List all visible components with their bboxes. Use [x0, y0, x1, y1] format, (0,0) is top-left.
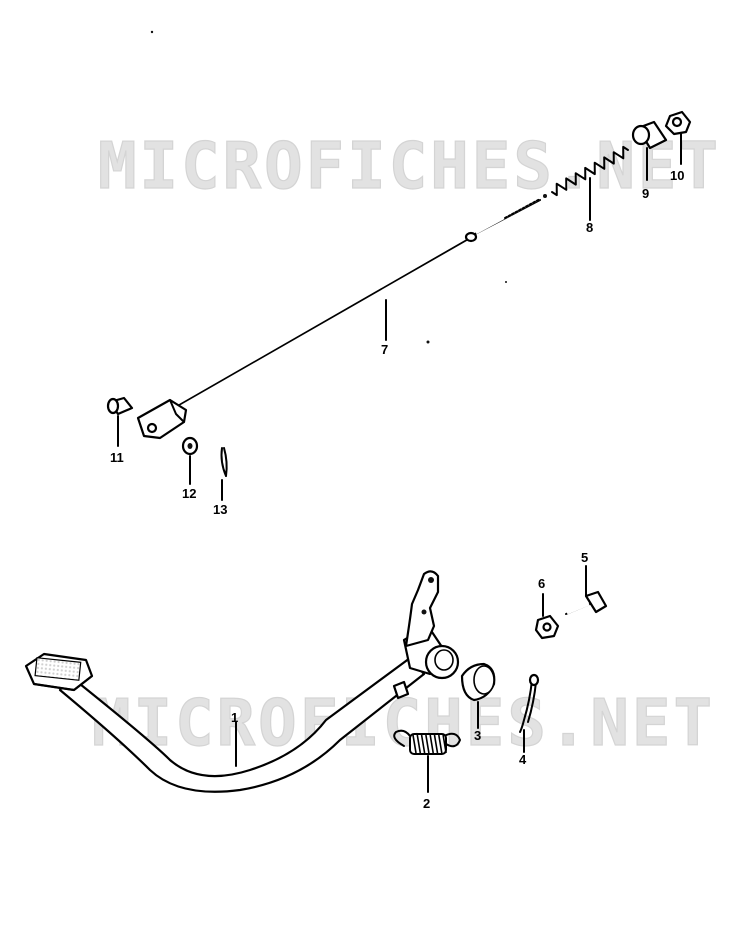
adjuster-sleeve	[631, 120, 668, 150]
callout-3: 3	[474, 728, 481, 743]
cotter-pin-rod	[220, 447, 228, 477]
callout-8: 8	[586, 220, 593, 235]
spring-coil-turn	[433, 734, 439, 754]
speck	[426, 340, 430, 344]
watermark-top: MICROFICHES.NET	[98, 130, 721, 204]
spring-coil-turn	[425, 734, 430, 754]
spring-coil-turn	[429, 734, 434, 754]
pivot-cap	[460, 662, 496, 702]
rod-spring	[543, 145, 629, 198]
spring-coil-turn	[412, 734, 417, 754]
spring-coil-turn	[416, 734, 422, 754]
clevis-pin	[106, 396, 134, 416]
callout-12: 12	[182, 486, 196, 501]
speck	[505, 281, 507, 283]
callout-11: 11	[110, 450, 124, 465]
callout-2: 2	[423, 796, 430, 811]
pivot-nut	[534, 614, 560, 640]
callout-9: 9	[642, 186, 649, 201]
watermark-bottom: MICROFICHES.NET	[92, 687, 715, 761]
callout-10: 10	[670, 168, 684, 183]
pivot-bolt	[565, 590, 608, 615]
speck	[150, 30, 154, 34]
spring-coil-turn	[420, 734, 426, 754]
callout-13: 13	[213, 502, 227, 517]
callout-1: 1	[231, 710, 238, 725]
washer	[181, 436, 199, 456]
spring-coil-turn	[442, 734, 447, 754]
return-spring	[393, 729, 461, 755]
callout-7: 7	[381, 342, 388, 357]
adjust-nut	[664, 110, 692, 136]
brake-pedal	[24, 570, 460, 793]
callout-6: 6	[538, 576, 545, 591]
spring-coil-turn	[438, 734, 443, 754]
leader-lines	[117, 133, 682, 793]
brake-rod	[136, 197, 541, 440]
cotter-pin-pedal	[519, 673, 540, 733]
callout-4: 4	[519, 752, 527, 767]
callout-5: 5	[581, 550, 588, 565]
